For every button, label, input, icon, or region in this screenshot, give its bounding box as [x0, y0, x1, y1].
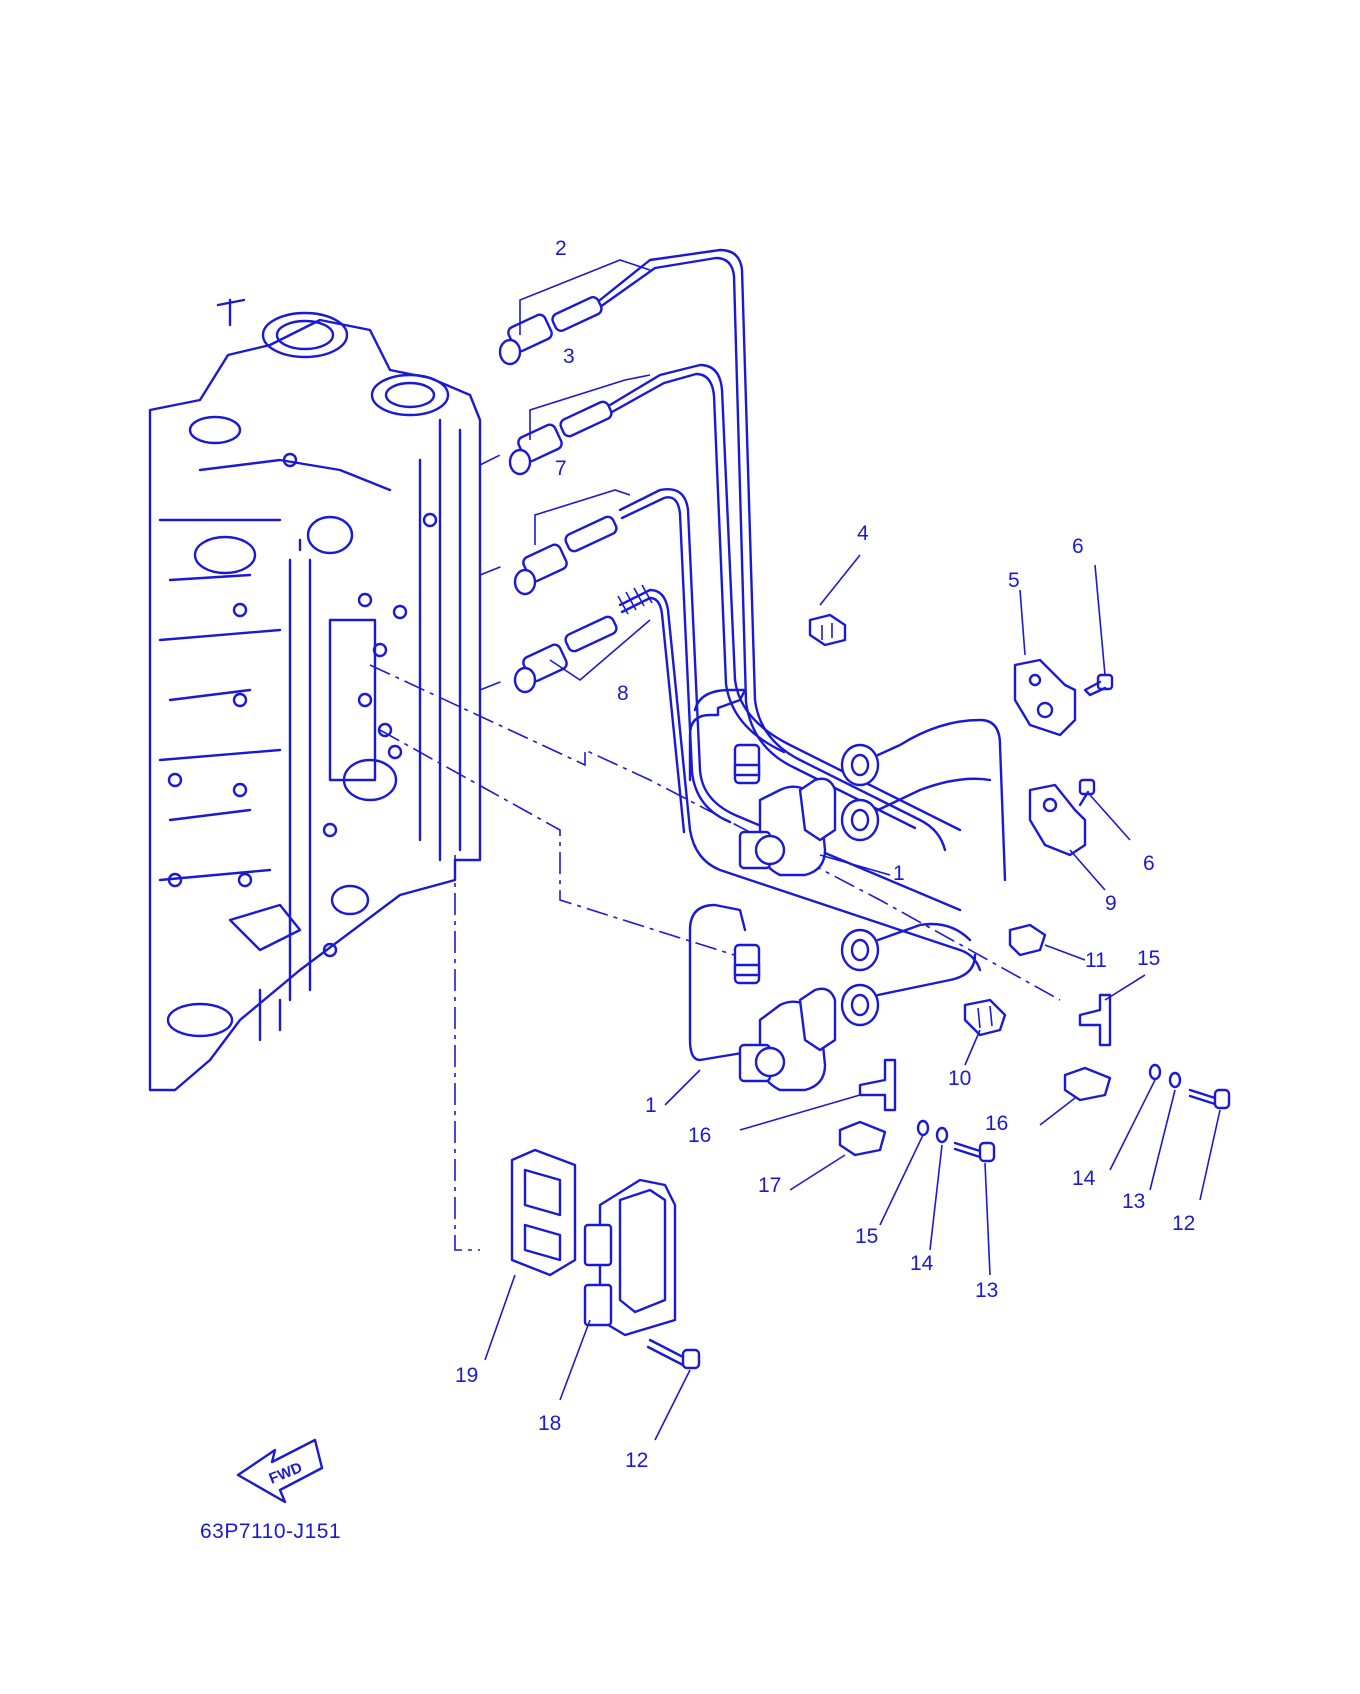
callout-17: 18	[538, 1412, 561, 1435]
small-parts	[646, 613, 1231, 1370]
callout-13a: 13	[1122, 1190, 1145, 1213]
fwd-arrow-icon: FWD	[236, 1438, 324, 1504]
ignition-coil-lower	[688, 903, 977, 1092]
callout-7: 7	[555, 457, 567, 480]
callout-12a: 12	[1172, 1212, 1195, 1235]
callout-15b: 16	[688, 1124, 711, 1147]
callout-13b: 14	[910, 1252, 934, 1275]
reference-lines	[369, 454, 1061, 1251]
callout-12b: 13	[975, 1279, 998, 1302]
callout-19: 19	[455, 1364, 478, 1387]
callout-6a: 6	[1072, 535, 1084, 558]
callout-braces	[519, 259, 651, 682]
callout-labels: 2 3 7 8 4 5 6 6 9 1 11 15 10 16 14 13 12…	[455, 237, 1195, 1472]
callout-18: 12	[625, 1449, 648, 1472]
callout-9: 9	[1105, 892, 1117, 915]
callout-2: 2	[555, 237, 567, 260]
cdi-unit	[510, 1148, 677, 1337]
callout-14b: 15	[855, 1225, 878, 1248]
callout-16b: 17	[758, 1174, 781, 1197]
callout-1b: 1	[645, 1094, 657, 1117]
callout-6b: 6	[1143, 852, 1155, 875]
ignition-coil-upper	[688, 688, 1007, 882]
leader-lines	[484, 554, 1221, 1441]
callout-5: 5	[1008, 569, 1020, 592]
engine-block	[148, 298, 482, 1092]
callout-8: 8	[617, 682, 629, 705]
callout-3: 3	[563, 345, 575, 368]
callout-11: 11	[1085, 949, 1107, 972]
callout-15a: 15	[1137, 947, 1160, 970]
callout-10: 10	[948, 1067, 971, 1090]
spark-plug-cords	[498, 248, 982, 972]
callout-14a: 14	[1072, 1167, 1096, 1190]
diagram-code: 63P7110-J151	[200, 1520, 341, 1543]
callout-16a: 16	[985, 1112, 1008, 1135]
callout-4: 4	[857, 522, 869, 545]
callout-1a: 1	[893, 862, 905, 885]
